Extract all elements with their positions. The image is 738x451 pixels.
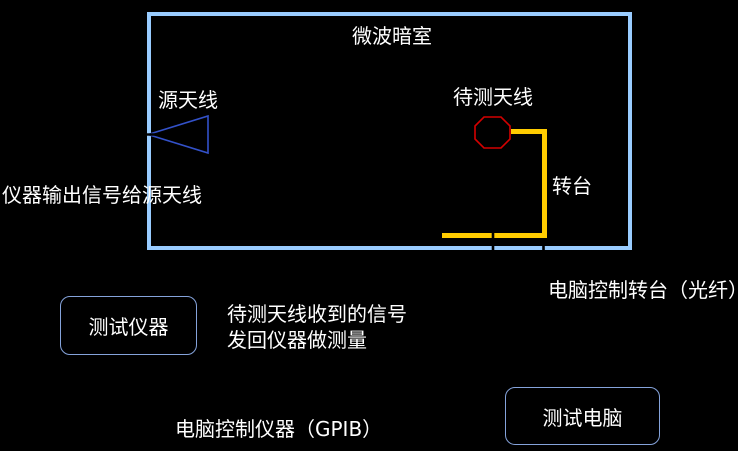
return-signal-line2: 发回仪器做测量 (227, 328, 367, 352)
test-instrument-box: 测试仪器 (60, 296, 197, 355)
aut-antenna-icon (474, 116, 511, 149)
test-computer-box: 测试电脑 (505, 387, 660, 445)
turntable-cable-line (511, 129, 547, 236)
aut-antenna-label: 待测天线 (453, 85, 533, 109)
chamber-title: 微波暗室 (352, 24, 432, 48)
fiber-control-annotation: 电脑控制转台（光纤） (548, 278, 738, 302)
horn-antenna-icon (145, 114, 209, 155)
return-signal-annotation: 待测天线收到的信号 发回仪器做测量 (227, 301, 407, 353)
test-instrument-label: 测试仪器 (88, 315, 169, 339)
chamber-outline (147, 12, 632, 250)
source-antenna-label: 源天线 (158, 88, 218, 112)
instrument-to-source-annotation: 仪器输出信号给源天线 (2, 183, 202, 207)
return-signal-line1: 待测天线收到的信号 (227, 302, 407, 326)
test-computer-label: 测试电脑 (542, 405, 623, 430)
gpib-control-annotation: 电脑控制仪器（GPIB） (175, 417, 383, 441)
turntable-label: 转台 (552, 174, 592, 198)
